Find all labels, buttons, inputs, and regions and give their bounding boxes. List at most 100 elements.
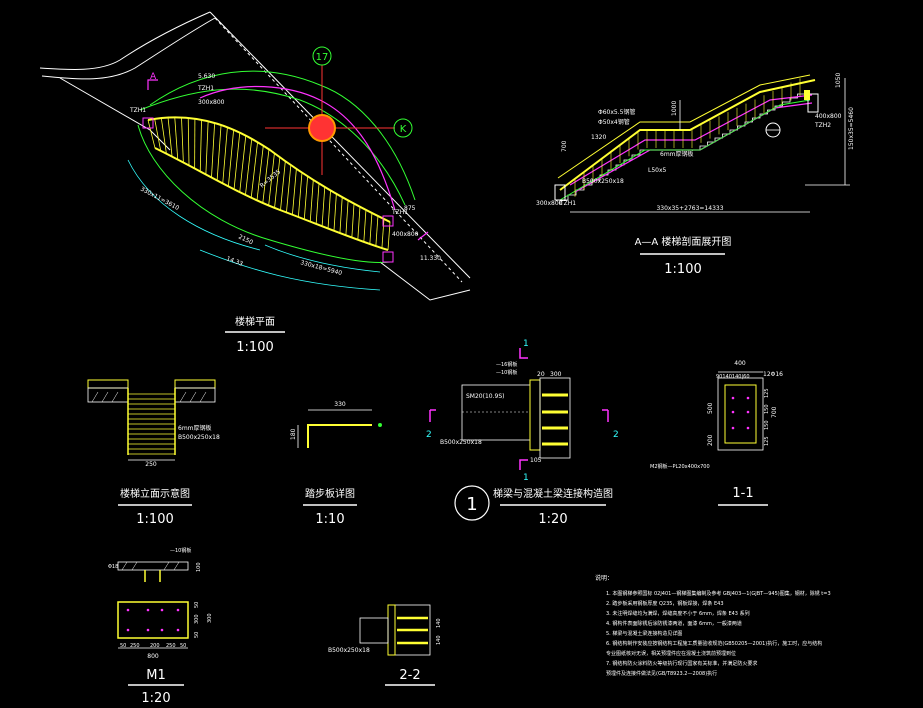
plan-tread-line xyxy=(205,121,209,175)
plan-title: 楼梯平面 xyxy=(235,315,275,328)
conn-section-2-right xyxy=(602,409,609,422)
m1-v300-outer: 300 xyxy=(207,613,213,623)
elev-hatch xyxy=(91,391,207,403)
wall-line-2 xyxy=(41,17,216,80)
column-right-2 xyxy=(382,251,394,263)
conn-plate-a: —16钢板 xyxy=(496,361,517,368)
s11-bolts xyxy=(731,396,750,430)
stair-inner-edge xyxy=(147,116,391,223)
plan-tread-line xyxy=(292,168,297,215)
note-line: 4. 钢构件表面除锈后涂防锈漆两道，面漆 6mm，一般漆两道 xyxy=(606,620,742,627)
section-right-total: 150x35=5460 xyxy=(848,107,855,150)
axis-intersection-marker xyxy=(308,114,336,142)
section-col-label: 400x800 xyxy=(815,113,842,120)
s11-h500: 500 xyxy=(707,402,714,414)
plan-handrail xyxy=(199,85,396,211)
plan-tread-line xyxy=(357,206,361,240)
section-handrail-top xyxy=(559,79,816,191)
m1-title: M1 xyxy=(146,668,166,683)
stair-outer-edge xyxy=(154,147,389,251)
s11-d150a: 150 xyxy=(764,404,770,414)
s22-bolts xyxy=(397,616,428,645)
section-handrail-top-2 xyxy=(557,74,811,179)
m1-h100: 100 xyxy=(196,562,202,572)
plan-tread-line xyxy=(239,135,247,193)
note-line: 7. 钢结构防火涂料防火等级执行现行国家有关标准，并满足防火要求 xyxy=(606,660,757,667)
m1-plate-plan xyxy=(117,601,189,639)
general-notes: 说明： 1. 本图钢梯参照国标 02J401—钢梯图集编制及参考 GBJ403—… xyxy=(595,574,831,677)
plan-tread-line xyxy=(280,161,286,211)
m1-detail: —10钢板 Φ18 100 50 250 200 250 50 800 50 3… xyxy=(108,547,213,706)
plan-tread-line xyxy=(216,124,222,181)
tread-detail: 330 180 踏步板详图 1:10 xyxy=(290,401,382,527)
plan-col-left: 300x800 xyxy=(198,99,225,106)
conn-section-1-bot xyxy=(519,459,528,470)
axis-label-17: 17 xyxy=(316,52,329,63)
section-top-height: 1000 xyxy=(671,101,678,116)
m1-stud-label: Φ18 xyxy=(108,564,118,570)
m1-b250a: 250 xyxy=(130,643,140,649)
plan-tread-line xyxy=(387,221,391,251)
elev-treads xyxy=(128,393,175,455)
dim-arc-left xyxy=(127,159,261,251)
plan-tread-line xyxy=(375,215,379,247)
section-column-left xyxy=(554,184,566,201)
section-mark-a-top xyxy=(147,79,158,90)
conn-section-1-top xyxy=(519,348,528,359)
tread-scale: 1:10 xyxy=(315,512,344,527)
section-2-2: B500x250x18 140 140 2-2 xyxy=(328,604,442,686)
connection-detail: 2 2 1 1 —16钢板 —10钢板 20 300 SM20(10.9S) B… xyxy=(426,339,619,527)
conn-sec-top: 1 xyxy=(523,339,529,349)
plan-tread-line xyxy=(327,190,331,229)
s11-h700: 700 xyxy=(771,406,778,418)
plan-right-level: 11.330 xyxy=(420,255,441,262)
m1-b250b: 250 xyxy=(166,643,176,649)
plan-tread-line xyxy=(274,157,281,208)
plan-tread-line xyxy=(147,119,156,149)
tread-profile xyxy=(307,424,372,448)
s11-d125a: 125 xyxy=(764,388,770,398)
wall-line-1 xyxy=(39,11,211,71)
s22-title: 2-2 xyxy=(399,668,420,683)
plan-tread-line xyxy=(233,132,241,190)
plan-tread-line xyxy=(256,145,264,201)
notes-lines: 1. 本图钢梯参照国标 02J401—钢梯图集编制及参考 GBJ403—1(GJ… xyxy=(606,590,831,677)
plan-tread-line xyxy=(286,165,292,213)
section-tz-base: TZH1 xyxy=(559,200,576,207)
plan-tread-line xyxy=(351,203,355,238)
m1-b50a: 50 xyxy=(120,643,126,649)
plan-tread-line xyxy=(160,117,167,154)
plan-tread-line xyxy=(250,142,258,198)
s11-rebar: 12Φ16 xyxy=(763,371,783,378)
conn-d105: 105 xyxy=(530,457,542,464)
section-col-base: 300x800 xyxy=(536,200,563,207)
section-mark-a-label: A xyxy=(150,72,157,82)
plan-tread-line xyxy=(309,179,314,222)
s22-d140a: 140 xyxy=(436,618,442,628)
section-tz-right: TZH2 xyxy=(814,122,831,129)
section-dim-700: 700 xyxy=(561,140,568,152)
plan-green-top xyxy=(149,70,416,201)
conn-detail-no: 1 xyxy=(466,494,477,515)
note-line: 专业图纸核对无误，相关预埋件应在混凝土浇筑前预埋到位 xyxy=(606,650,736,657)
section-1-1: 400 90140140|60 12Φ16 500 200 700 125 15… xyxy=(650,360,783,506)
s11-outline xyxy=(717,377,764,451)
section-rail-label-1: Φ60x5.5钢管 xyxy=(598,108,635,116)
section-title: A—A 楼梯剖面展开图 xyxy=(635,235,732,248)
section-steel-plate: 6mm厚钢板 xyxy=(660,150,694,158)
plan-tread-line xyxy=(315,183,320,224)
s11-plate xyxy=(724,384,757,444)
plan-green-outer xyxy=(137,124,391,263)
conn-scale: 1:20 xyxy=(538,512,567,527)
plan-tread-line xyxy=(211,122,216,178)
note-line: 5. 梯梁与混凝土梁连接构造见详图 xyxy=(606,630,682,637)
s22-d140b: 140 xyxy=(436,635,442,645)
s11-top: 400 xyxy=(734,360,746,367)
note-line: 2. 踏步板采用钢板厚度 Q235，钢板焊接，焊条 E43 xyxy=(606,600,724,607)
plan-tread-line xyxy=(321,186,326,227)
conn-d300: 300 xyxy=(550,371,562,378)
note-line: 预埋件及连接件做法见(GB/T8923.2—2008)执行 xyxy=(606,670,717,677)
s11-d150b: 150 xyxy=(764,420,770,430)
section-beam-line xyxy=(559,99,811,201)
wall-left xyxy=(59,77,171,151)
